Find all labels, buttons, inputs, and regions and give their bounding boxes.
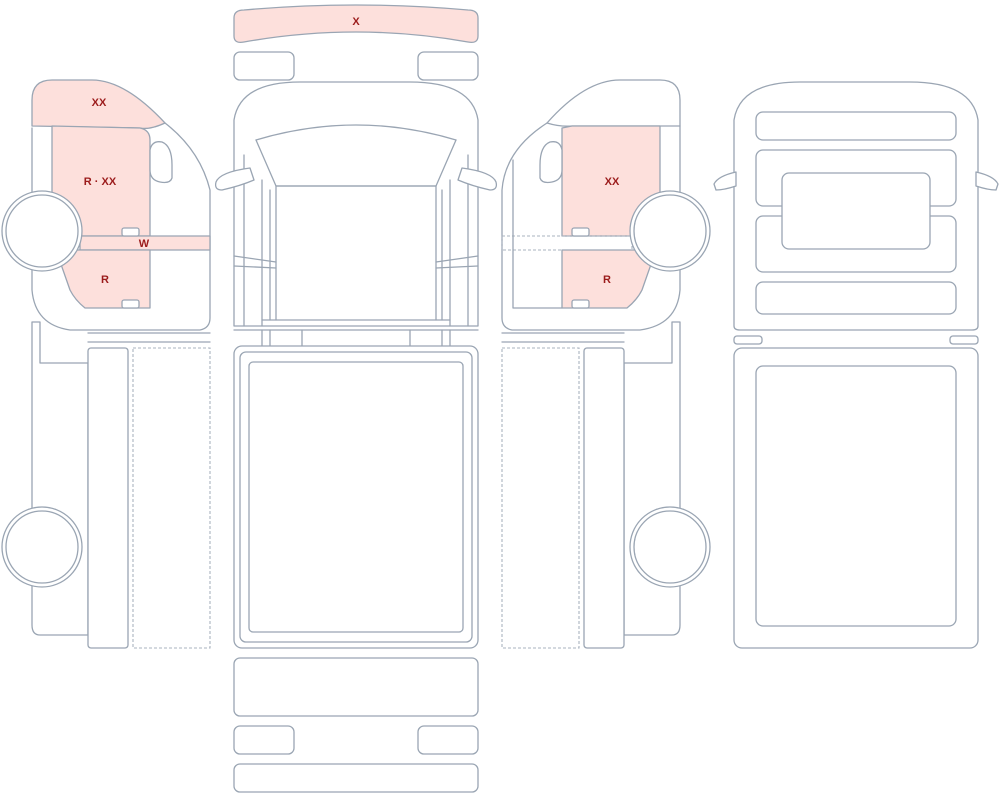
label-roof-front: X xyxy=(352,16,360,28)
windshield-top xyxy=(255,124,457,141)
underside-panel-1 xyxy=(755,111,957,141)
underside-panel-4 xyxy=(755,281,957,315)
left-door-handle-upper xyxy=(121,227,140,237)
label-left-rocker: W xyxy=(139,238,150,250)
left-sliding-panel xyxy=(87,347,129,649)
right-rear-wheel xyxy=(629,506,711,588)
right-rocker-strip xyxy=(501,235,633,251)
cargo-roof-panel xyxy=(248,361,464,633)
right-door-handle-upper xyxy=(571,227,590,237)
left-door-handle-lower xyxy=(121,299,140,309)
underside-right-link xyxy=(949,335,979,345)
rear-left-light xyxy=(233,725,295,755)
label-left-upper-window: XX xyxy=(92,97,107,109)
top-right-mirror xyxy=(457,167,498,191)
underside-left-link xyxy=(733,335,763,345)
rear-step xyxy=(233,763,479,793)
right-cargo-body xyxy=(623,321,681,636)
underside-center-panel xyxy=(781,172,931,250)
cab-top-outline xyxy=(233,81,479,327)
right-sliding-door-track xyxy=(501,347,580,649)
right-side-view: XX R xyxy=(501,79,711,649)
right-sliding-panel xyxy=(583,347,625,649)
label-left-lower-door: R xyxy=(101,274,109,286)
left-rear-wheel xyxy=(1,506,83,588)
left-mirror xyxy=(149,141,173,184)
front-right-light xyxy=(417,51,479,81)
left-upper-window xyxy=(31,79,166,130)
left-front-wheel xyxy=(1,190,83,272)
left-cab-base xyxy=(87,332,211,343)
underside-right-mirror xyxy=(975,171,999,191)
rear-right-light xyxy=(417,725,479,755)
rear-bumper-top xyxy=(233,657,479,717)
underside-cab-outline xyxy=(733,81,979,331)
top-view: X xyxy=(214,4,498,793)
left-sliding-door-track xyxy=(132,347,211,649)
cab-roof-panel xyxy=(275,185,437,321)
label-left-front-door: R · XX xyxy=(84,176,117,188)
underside-cargo-panel xyxy=(755,365,957,627)
top-left-mirror xyxy=(214,167,255,191)
right-lower-door xyxy=(561,249,657,309)
left-cab-outline xyxy=(31,122,211,331)
right-mirror xyxy=(539,141,563,184)
left-cargo-body xyxy=(31,321,89,636)
underside-left-mirror xyxy=(713,171,737,191)
right-door-handle-lower xyxy=(571,299,590,309)
label-right-lower-door: R xyxy=(603,274,611,286)
left-side-view: XX R · XX W R xyxy=(1,79,211,649)
roof-front-panel xyxy=(233,4,479,44)
underside-cargo-outer xyxy=(733,347,979,649)
cargo-roof-outer xyxy=(233,345,479,649)
right-front-wheel xyxy=(629,190,711,272)
underside-view xyxy=(713,81,999,649)
right-cab-outline xyxy=(501,79,681,331)
front-left-light xyxy=(233,51,295,81)
label-right-front-door: XX xyxy=(605,176,620,188)
